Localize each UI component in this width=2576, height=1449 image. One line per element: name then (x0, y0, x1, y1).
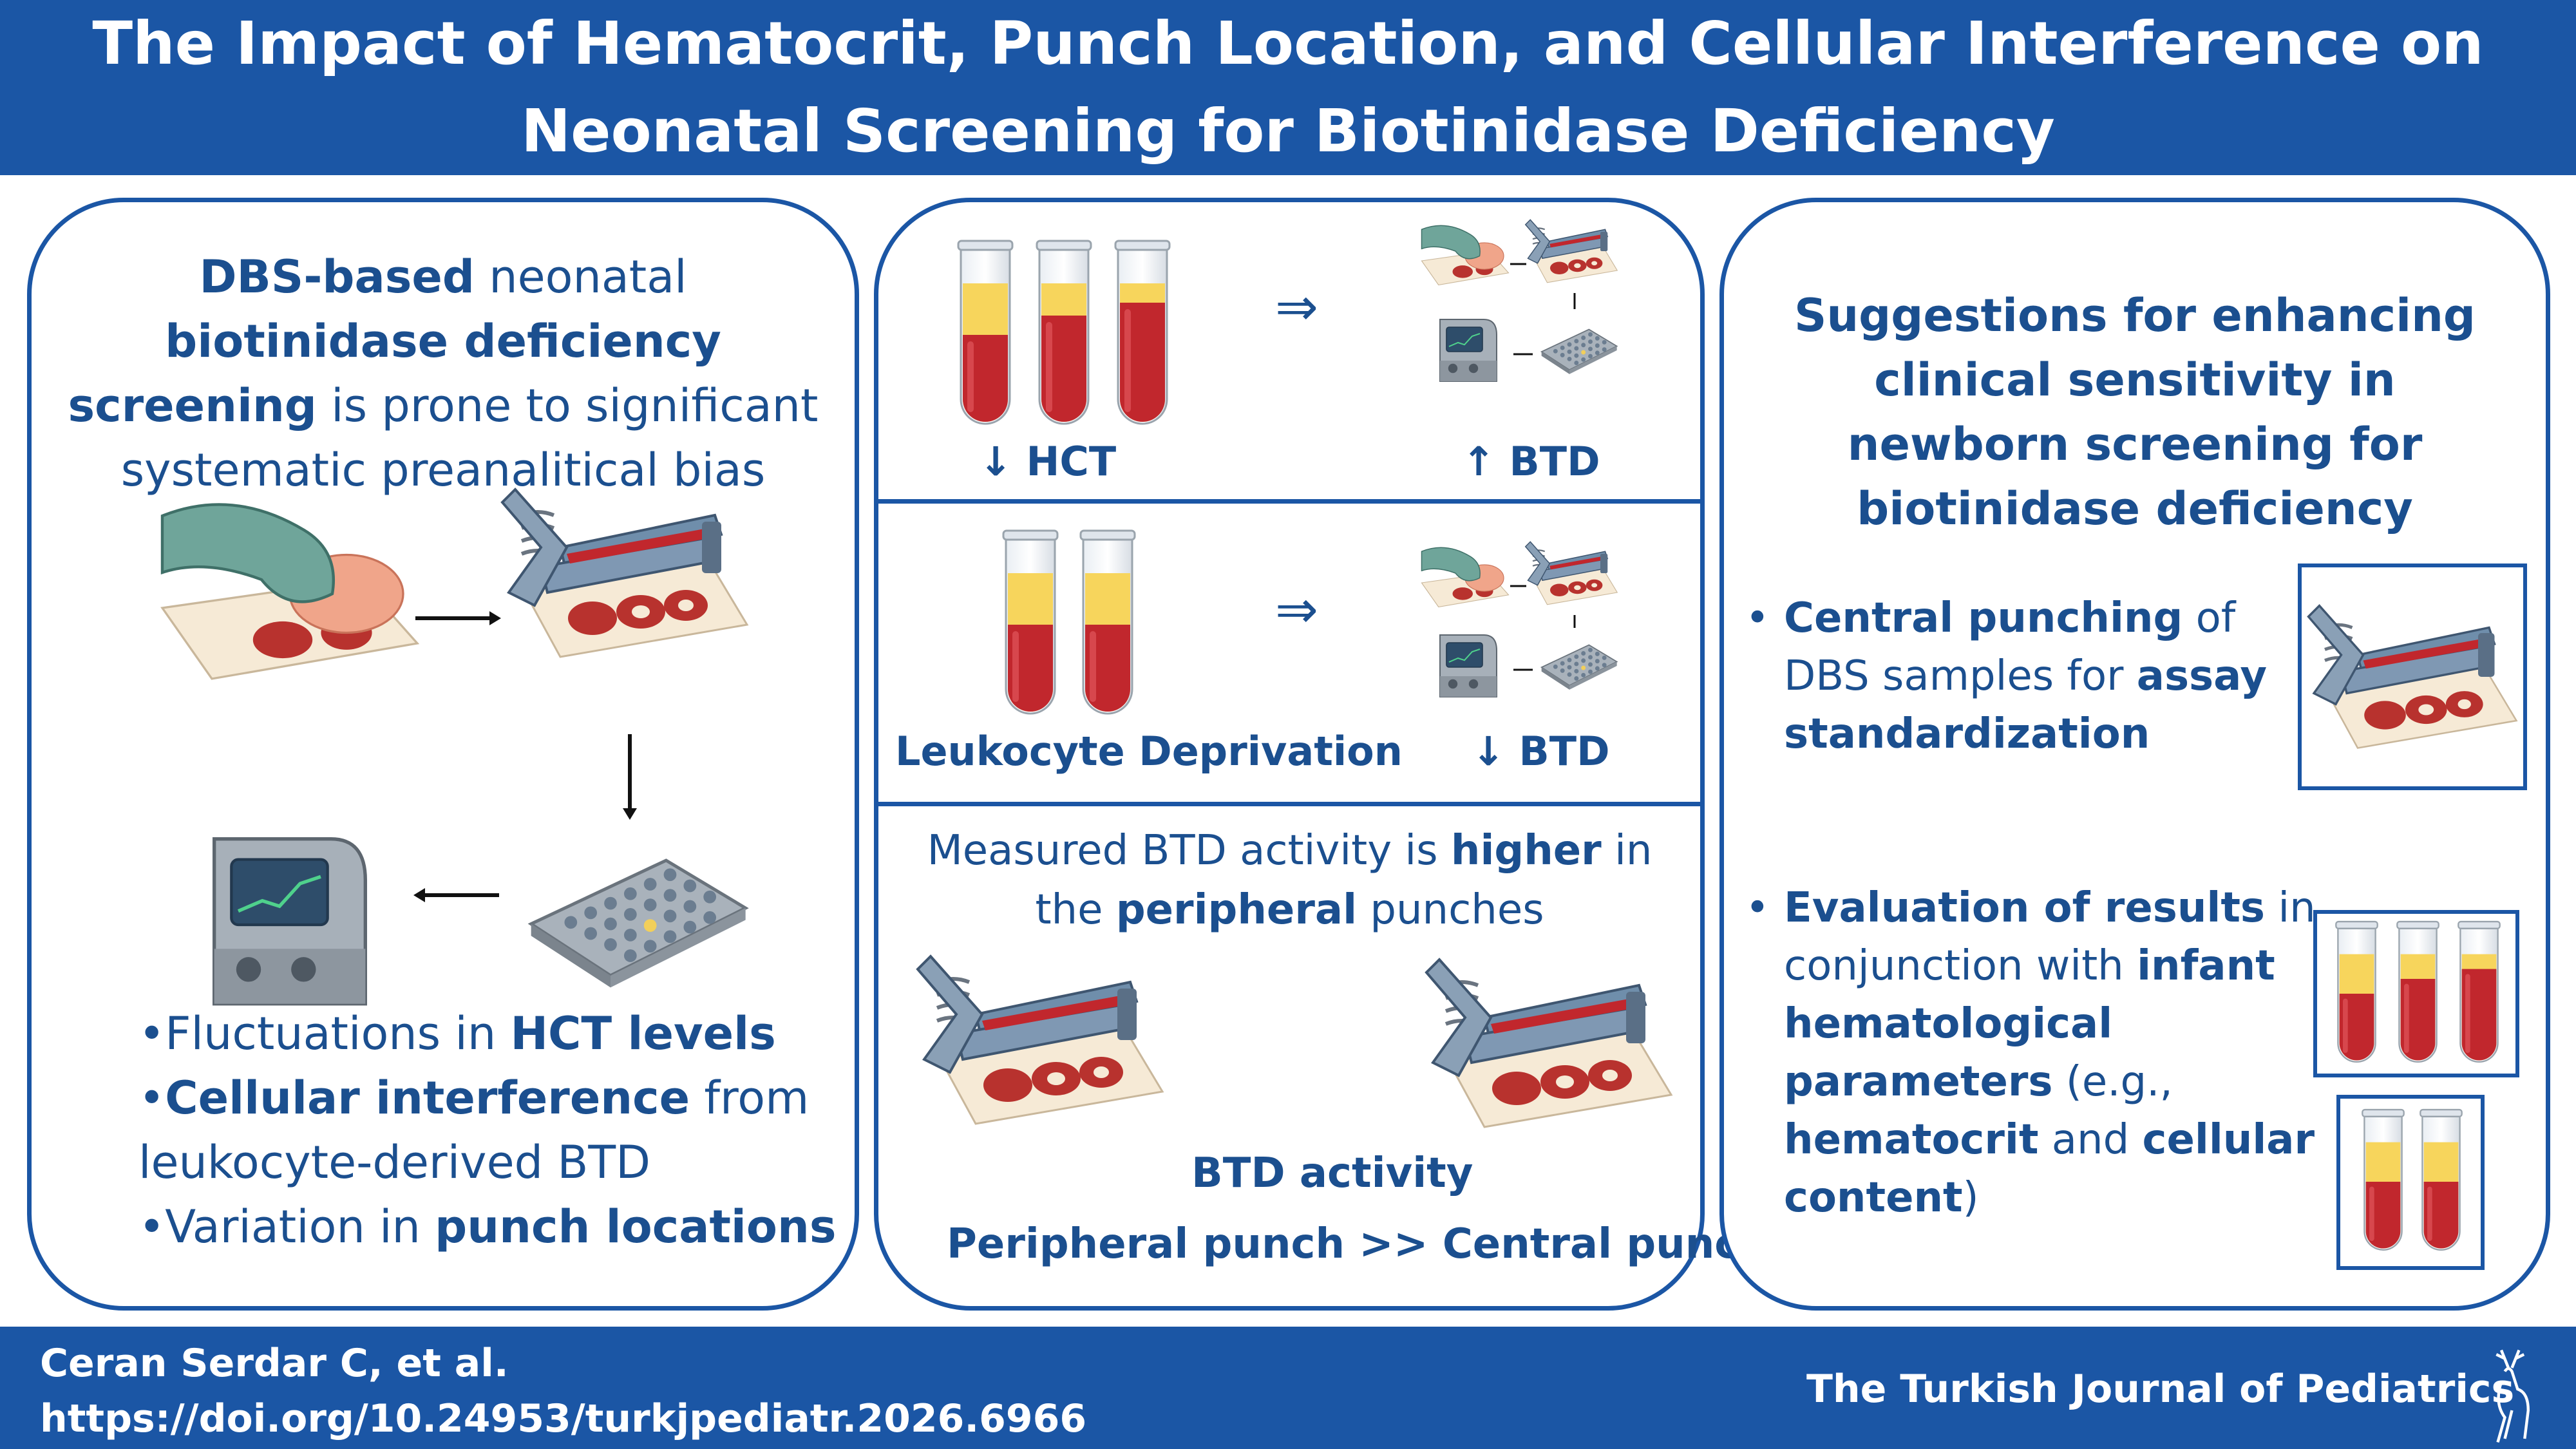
suggestions-heading: Suggestions for enhancing clinical sensi… (1794, 289, 2476, 535)
s2-bold-parameters: infant hematological parameters (1784, 942, 2275, 1106)
bullet-cellular: •Cellular interference from leukocyte-de… (138, 1066, 847, 1195)
intro-bold-dbs: DBS-based (199, 251, 475, 303)
middle-panel (874, 198, 1705, 1311)
peripheral-punch-illustration (908, 943, 1172, 1143)
row3-bold-peripheral: peripheral (1115, 886, 1357, 934)
intro-text-1: neonatal (474, 251, 687, 303)
journal-deer-logo-icon (2473, 1340, 2544, 1446)
row3-bold-higher: higher (1450, 827, 1602, 875)
row1-btd-label: ↑ BTD (1462, 438, 1600, 485)
bullet-hct: •Fluctuations in HCT levels (138, 1001, 847, 1066)
tubes-two-illustration (2362, 1108, 2463, 1251)
s2-bold-cellular: cellular content (1784, 1116, 2315, 1222)
tubes-three-illustration (2335, 920, 2501, 1063)
s1-bold-standardization: assay standardization (1784, 652, 2268, 758)
middle-divider-2 (878, 802, 1700, 806)
left-panel (27, 198, 859, 1311)
row2-leukocyte-label: Leukocyte Deprivation (895, 728, 1403, 775)
tube-low-hct-1 (957, 240, 1014, 425)
row3-text-2: in the (1035, 827, 1653, 934)
hand-card-illustration (148, 473, 431, 692)
row3-text-3: punches (1357, 886, 1544, 934)
puncher-small-illustration (2303, 580, 2522, 799)
central-punch-illustration (1417, 947, 1681, 1146)
bullet-punch: •Variation in punch locations (138, 1195, 847, 1259)
title-line-1: The Impact of Hematocrit, Punch Location… (92, 9, 2484, 78)
footer-author: Ceran Serdar C, et al. (40, 1341, 509, 1386)
workflow-mini-1 (1421, 219, 1618, 382)
bullet-hct-bold: HCT levels (510, 1007, 776, 1060)
bullet-cellular-pre: • (138, 1072, 166, 1124)
middle-divider-1 (878, 499, 1700, 504)
footer-doi-link[interactable]: https://doi.org/10.24953/turkjpediatr.20… (40, 1396, 1087, 1441)
bullet-dot-2: • (1745, 884, 1770, 932)
footer-journal-name: The Turkish Journal of Pediatrics (1806, 1367, 2515, 1412)
reader-device-illustration (187, 811, 393, 1018)
btd-activity-label: BTD activity (1191, 1150, 1473, 1197)
row2-btd-label: ↓ BTD (1472, 728, 1610, 775)
implies-arrow-2: ⇒ (1275, 580, 1319, 639)
s2-bold-hematocrit: hematocrit (1784, 1116, 2039, 1164)
arrow-down-icon (623, 734, 637, 820)
tube-low-hct-2 (1036, 240, 1092, 425)
s2-text-4: ) (1962, 1174, 1979, 1222)
intro-text-2: is prone to significant systematic prean… (120, 379, 819, 497)
row3-text-1: Measured BTD activity is (927, 827, 1451, 875)
s1-bold-central: Central punching (1784, 594, 2183, 642)
title-line-2: Neonatal Screening for Biotinidase Defic… (521, 97, 2055, 166)
workflow-mini-2 (1421, 541, 1618, 697)
tube-leukocyte-2 (1079, 529, 1136, 715)
right-panel (1719, 198, 2550, 1311)
implies-arrow-1: ⇒ (1275, 277, 1319, 337)
suggestion-2-tubes-frame-1 (2313, 910, 2519, 1077)
suggestion-1: • Central punching of DBS samples for as… (1745, 589, 2273, 763)
tube-leukocyte-1 (1002, 529, 1059, 715)
bullet-dot-1: • (1745, 594, 1770, 642)
puncher-illustration (496, 477, 753, 676)
tube-low-hct-3 (1114, 240, 1171, 425)
suggestion-2-tubes-frame-2 (2336, 1095, 2485, 1270)
row1-hct-label: ↓ HCT (979, 438, 1117, 485)
left-bullet-list: •Fluctuations in HCT levels •Cellular in… (138, 1001, 847, 1259)
bullet-punch-pre: •Variation in (138, 1200, 435, 1253)
bullet-hct-pre: •Fluctuations in (138, 1007, 511, 1060)
suggestion-2: • Evaluation of results in conjunction w… (1745, 879, 2325, 1227)
row3-statement: Measured BTD activity is higher in the p… (895, 821, 1684, 940)
s2-text-1: in conjunction with (1784, 884, 2316, 990)
bullet-punch-bold: punch locations (435, 1200, 837, 1253)
left-intro-text: DBS-based neonatal biotinidase deficienc… (52, 245, 835, 502)
punch-comparison: Peripheral punch >> Central punch (947, 1220, 1768, 1268)
s2-text-3: and (2038, 1116, 2143, 1164)
title-banner: The Impact of Hematocrit, Punch Location… (0, 0, 2576, 175)
footer-bar: Ceran Serdar C, et al. https://doi.org/1… (0, 1327, 2576, 1449)
suggestion-1-image-frame (2298, 564, 2527, 790)
bullet-cellular-bold: Cellular interference (165, 1072, 690, 1124)
bullet-cellular-post: from leukocyte-derived BTD (138, 1072, 810, 1189)
arrow-left-icon (413, 888, 499, 902)
intro-bold-screening: biotinidase deficiency screening (68, 315, 721, 432)
arrow-right-icon (415, 611, 501, 625)
s2-bold-evaluation: Evaluation of results (1784, 884, 2265, 932)
s2-text-2: (e.g., (2052, 1058, 2173, 1106)
microplate-illustration (515, 828, 753, 989)
s1-text: of DBS samples for (1784, 594, 2236, 700)
